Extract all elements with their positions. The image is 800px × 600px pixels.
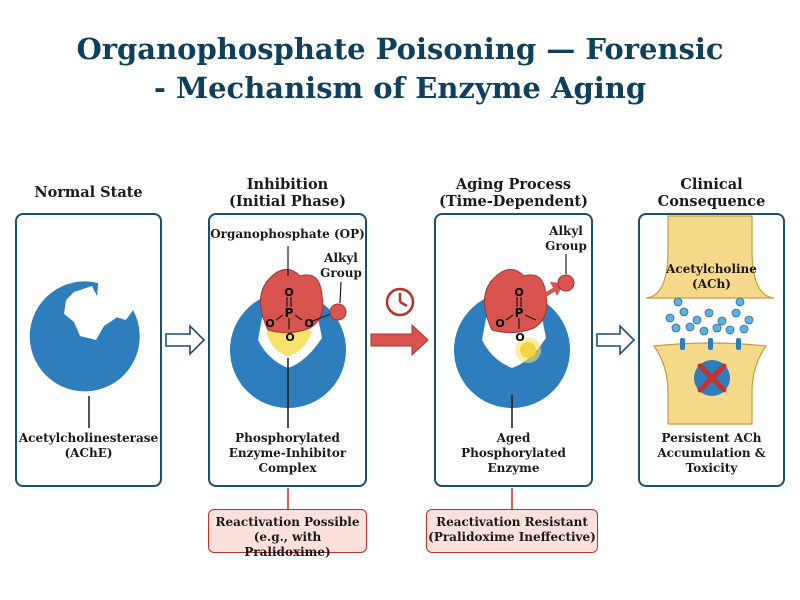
title-line-2: - Mechanism of Enzyme Aging xyxy=(153,71,647,105)
alkyl-group-bead-2 xyxy=(557,274,575,292)
heading-aging-process: Aging Process (Time-Dependent) xyxy=(439,176,588,210)
atom-o-top-2: O xyxy=(514,286,523,299)
note-reactivation-resistant: Reactivation Resistant (Pralidoxime Inef… xyxy=(426,509,598,553)
label-aged-enzyme: Aged Phosphorylated Enzyme xyxy=(461,431,566,475)
atom-o-left-2: O xyxy=(495,317,504,330)
heading-normal-state: Normal State xyxy=(34,184,143,201)
atom-o-bottom-2: O xyxy=(515,331,524,344)
label-alkyl-group-2: Alkyl Group xyxy=(545,224,587,253)
leader-line-alkyl-1 xyxy=(339,281,342,304)
heading-inhibition: Inhibition (Initial Phase) xyxy=(229,176,346,210)
phosphate-bonds-2 xyxy=(505,297,537,329)
label-acetylcholine: Acetylcholine (ACh) xyxy=(666,262,757,291)
atom-o-left-1: O xyxy=(265,317,274,330)
label-organophosphate: Organophosphate (OP) xyxy=(210,227,365,241)
atom-p-2: P xyxy=(515,306,524,320)
presynaptic-terminal xyxy=(645,215,775,299)
atom-o-top-1: O xyxy=(284,286,293,299)
alkyl-group-bead-1 xyxy=(329,303,347,321)
note-reactivation-possible: Reactivation Possible (e.g., with Pralid… xyxy=(208,509,367,559)
heading-clinical-consequence: Clinical Consequence xyxy=(657,176,766,210)
cross-icon xyxy=(697,363,727,393)
atom-o-bottom-1: O xyxy=(285,331,294,344)
phosphate-bonds-1 xyxy=(275,297,303,329)
title-line-1: Organophosphate Poisoning — Forensic xyxy=(76,32,724,66)
outline-arrow-icon-2 xyxy=(596,324,636,356)
enzyme-normal-shape xyxy=(29,281,140,392)
atom-p-1: P xyxy=(285,306,294,320)
atom-o-right-1: O xyxy=(304,317,313,330)
red-arrow-icon xyxy=(370,323,429,357)
label-phosphorylated-complex: Phosphorylated Enzyme-Inhibitor Complex xyxy=(228,431,347,475)
receptor-channels xyxy=(680,338,741,350)
clock-icon xyxy=(385,287,415,317)
label-alkyl-group-1: Alkyl Group xyxy=(320,251,362,280)
diagram-title: Organophosphate Poisoning — Forensic - M… xyxy=(0,30,800,108)
label-clinical-outcome: Persistent ACh Accumulation & Toxicity xyxy=(657,431,766,475)
outline-arrow-icon-1 xyxy=(165,324,206,356)
aged-organophosphate xyxy=(484,269,548,334)
label-acetylcholinesterase: Acetylcholinesterase (AChE) xyxy=(18,431,159,460)
acetylcholine-molecules xyxy=(665,297,754,336)
